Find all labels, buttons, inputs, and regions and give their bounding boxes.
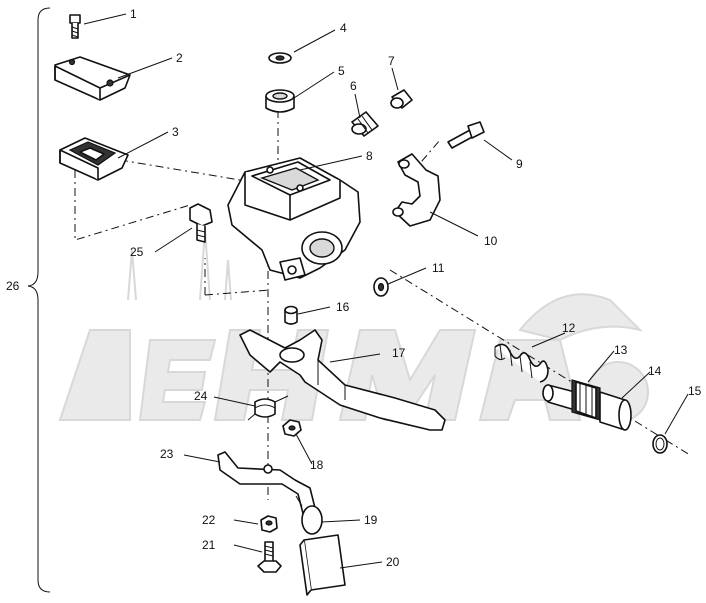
part-20-tag <box>299 534 346 596</box>
assembly-bracket <box>27 7 51 593</box>
part-4-washer <box>268 52 292 64</box>
part-17-lever <box>239 329 446 431</box>
part-25-bolt <box>189 203 213 243</box>
part-9-screw <box>447 121 485 149</box>
callout-24: 24 <box>194 389 208 403</box>
callout-17: 17 <box>392 346 406 360</box>
callout-1: 1 <box>130 7 137 21</box>
part-13-piston <box>542 379 601 421</box>
callout-19: 19 <box>364 513 378 527</box>
part-10-clamp <box>392 153 441 227</box>
callout-8: 8 <box>366 149 373 163</box>
callout-2: 2 <box>176 51 183 65</box>
part-22-nut <box>260 515 278 533</box>
part-16-pivot-bushing <box>284 305 298 325</box>
part-3-diaphragm <box>59 137 129 181</box>
callout-14: 14 <box>648 364 662 378</box>
callout-leaders <box>83 13 689 569</box>
callout-3: 3 <box>172 125 179 139</box>
callout-23: 23 <box>160 447 174 461</box>
callout-20: 20 <box>386 555 400 569</box>
callout-26: 26 <box>6 279 20 293</box>
part-6-fitting <box>351 111 379 137</box>
callout-5: 5 <box>338 64 345 78</box>
callout-9: 9 <box>516 157 523 171</box>
part-2-reservoir-cover <box>54 56 131 101</box>
part-12-spring <box>494 343 549 383</box>
part-21-bolt <box>257 541 282 573</box>
callout-21: 21 <box>202 538 216 552</box>
part-8-master-cylinder <box>227 157 361 281</box>
callout-10: 10 <box>484 234 498 248</box>
part-19-switch <box>295 495 323 535</box>
callout-22: 22 <box>202 513 216 527</box>
callout-7: 7 <box>388 54 395 68</box>
part-24-spring <box>247 395 289 421</box>
callout-25: 25 <box>130 245 144 259</box>
callout-11: 11 <box>432 261 445 275</box>
part-18-nut <box>282 419 302 437</box>
part-14-piston-end <box>599 391 632 431</box>
part-5-bushing <box>265 89 295 113</box>
part-11-washer <box>373 277 389 297</box>
callout-4: 4 <box>340 21 347 35</box>
callout-13: 13 <box>614 343 628 357</box>
part-7-cap <box>390 89 413 109</box>
callout-6: 6 <box>350 79 357 93</box>
part-1-screw <box>69 14 81 39</box>
callout-12: 12 <box>562 321 576 335</box>
part-15-snap-ring <box>652 434 668 454</box>
callout-15: 15 <box>688 384 702 398</box>
callout-16: 16 <box>336 300 350 314</box>
callout-labels: 1 2 3 4 5 6 7 8 9 10 11 12 13 14 15 16 1… <box>6 7 702 569</box>
callout-18: 18 <box>310 458 324 472</box>
